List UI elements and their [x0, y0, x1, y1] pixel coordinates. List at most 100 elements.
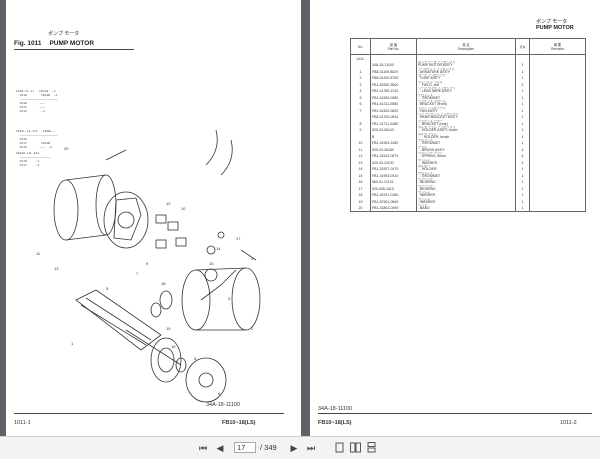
row-remarks	[529, 197, 586, 205]
row-description-en: . WASHER	[418, 193, 436, 198]
row-description-en: . BAND	[418, 206, 430, 211]
row-description-jp: リア ブラケット アッセンブリ	[418, 113, 459, 117]
row-description-jp: グロメット	[418, 139, 434, 143]
row-description-en: . . WASHER	[418, 160, 438, 165]
footer-rule-right	[318, 413, 592, 414]
row-description-jp: ベアリング	[418, 178, 434, 182]
page-number-input[interactable]	[234, 442, 256, 453]
row-description-en: . . BRACKET (rear)	[418, 121, 448, 126]
row-remarks	[529, 152, 586, 159]
row-remarks	[529, 204, 586, 212]
row-remarks	[529, 87, 586, 94]
svg-text:14: 14	[216, 246, 221, 251]
row-remarks	[529, 113, 586, 120]
svg-text:6: 6	[218, 391, 221, 396]
svg-text:5: 5	[106, 286, 109, 291]
prev-page-icon: ◀	[216, 442, 224, 453]
svg-text:17: 17	[236, 236, 241, 241]
exploded-parts-drawing: 20 11 13 12 10 9 7 18 15 4 14 17 1 19 16…	[36, 129, 261, 403]
row-remarks	[529, 106, 586, 114]
row-description-en: . BEARING	[418, 180, 436, 185]
row-description-jp: ホルダ ブラシ	[418, 132, 437, 136]
row-remarks	[529, 119, 586, 127]
row-remarks	[529, 178, 586, 185]
row-description-en: . REAR BRACKET ASS'Y	[418, 115, 458, 120]
single-page-view-icon[interactable]	[334, 442, 345, 453]
row-description-en: . . GROMMET	[418, 141, 441, 146]
first-page-button[interactable]: ⏮	[197, 442, 209, 454]
svg-text:3: 3	[228, 296, 231, 301]
svg-text:12: 12	[166, 201, 171, 206]
row-description-jp: ワッシャ	[418, 158, 431, 162]
row-description-en: . BRACKET (front)	[418, 102, 447, 107]
row-remarks	[529, 54, 586, 62]
row-description-jp: ワッシャ	[418, 191, 431, 195]
figure-label: Fig. 1011	[14, 40, 42, 47]
next-page-button[interactable]: ▶	[288, 442, 300, 454]
row-remarks	[529, 93, 586, 101]
row-description-en: . ARMATURE ASS'Y	[418, 69, 450, 74]
row-remarks	[529, 158, 586, 166]
svg-text:9: 9	[146, 261, 149, 266]
viewer-toolbar: ⏮ ◀ / 349 ▶ ⏭	[0, 436, 600, 459]
row-remarks	[529, 74, 586, 81]
row-part-no: FB1-31801-0490	[370, 204, 417, 212]
row-description-en: . . LEAD WIRE ASS'Y	[418, 89, 452, 94]
row-description-jp: リード ワイヤ アッセンブリ	[418, 87, 456, 91]
svg-text:16: 16	[171, 344, 176, 349]
figure-title-jp: ポンプ モータ	[48, 31, 80, 37]
first-page-icon: ⏮	[198, 442, 208, 453]
row-description: バンド. BAND	[416, 204, 516, 212]
row-remarks	[529, 139, 586, 146]
next-page-icon: ▶	[290, 442, 298, 453]
row-remarks	[529, 145, 586, 153]
row-remarks	[529, 100, 586, 107]
header-title-jp: ポンプ モータ	[536, 19, 568, 25]
row-description-en: . . BRUSH ASS'Y	[418, 147, 445, 152]
row-description-jp: フィールド コイル	[418, 80, 443, 84]
row-description-jp: ファン アッセンブリ	[418, 106, 446, 110]
row-description-jp: ワッシャ	[418, 197, 431, 201]
footer-rule	[14, 413, 284, 414]
row-description-jp: アーマチュア アッセンブリ	[418, 67, 455, 71]
row-remarks	[529, 61, 586, 68]
row-no: 1011-	[350, 54, 371, 62]
drawing-number: 34A-18-11100	[206, 402, 241, 408]
prev-page-button[interactable]: ◀	[214, 442, 226, 454]
legend-block-1: F01B.11-17 FB10B ─4 F01B FB18B ─4 ──────…	[16, 90, 58, 113]
row-description-jp: グロメット	[418, 93, 434, 97]
row-remarks	[529, 165, 586, 172]
row-description-en: PUMP MOTOR ASS'Y	[418, 63, 453, 68]
row-part-no	[370, 54, 417, 62]
title-rule	[14, 49, 134, 50]
two-page-view-icon[interactable]	[350, 442, 361, 453]
svg-text:13: 13	[54, 266, 59, 271]
row-no: 20	[350, 204, 371, 212]
last-page-button[interactable]: ⏭	[305, 442, 317, 454]
continuous-view-icon[interactable]	[366, 442, 377, 453]
svg-text:18: 18	[161, 281, 166, 286]
row-qty: 1	[515, 204, 530, 212]
row-description	[416, 54, 516, 62]
row-description-jp: ブラケット フロント	[418, 100, 446, 104]
row-description-en: . . HOLDER ASS'Y, brush	[418, 128, 458, 133]
